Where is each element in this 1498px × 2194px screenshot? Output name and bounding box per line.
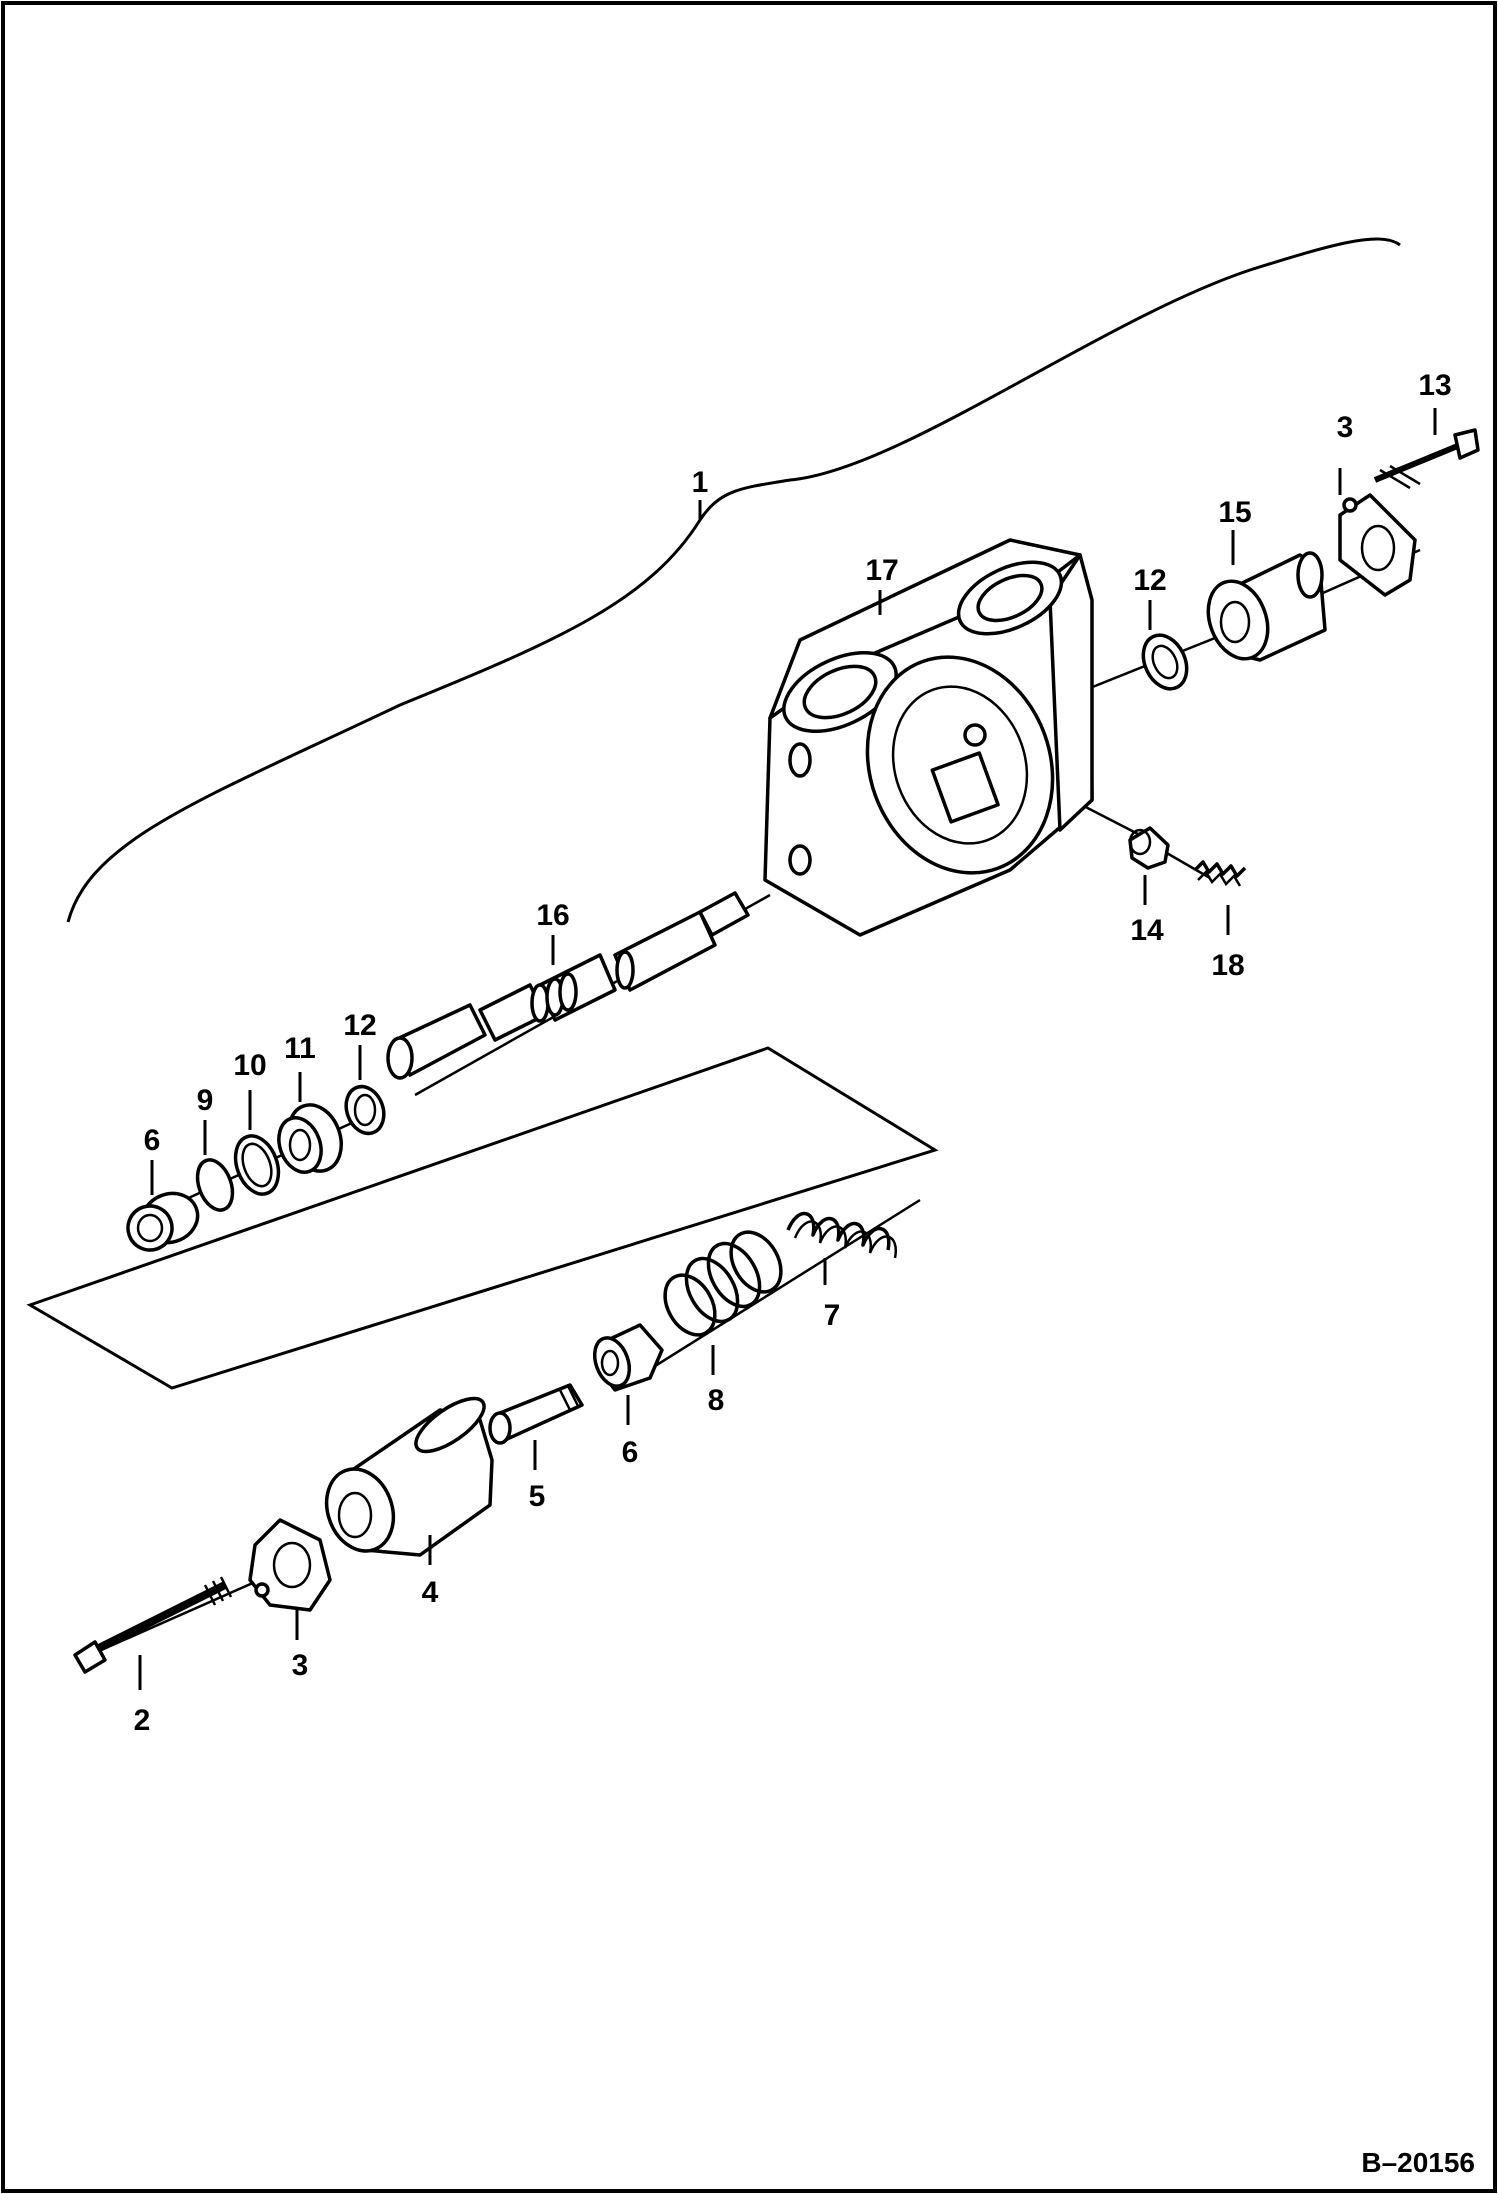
spring-18 (1193, 860, 1247, 887)
drawing-code: B–20156 (1361, 2147, 1475, 2178)
spring-group-frame (26, 1046, 939, 1390)
retainer-11 (277, 1103, 343, 1174)
callout-8: 8 (708, 1384, 725, 1417)
stem-5 (488, 1383, 584, 1445)
cap-6-center (592, 1323, 664, 1392)
seal-12-right (1141, 633, 1189, 691)
spring-7 (786, 1211, 898, 1259)
callout-4: 4 (422, 1576, 439, 1609)
cover-4 (324, 1396, 494, 1557)
spring-8 (663, 1230, 783, 1337)
bolt-2 (73, 1576, 233, 1674)
callout-9: 9 (197, 1084, 214, 1117)
callout-7: 7 (824, 1299, 841, 1332)
axis-line-check-spring (1164, 850, 1211, 880)
cap-15 (1206, 551, 1327, 662)
callout-18: 18 (1211, 949, 1244, 982)
assembly-brace (66, 237, 1401, 923)
callout-17: 17 (865, 554, 898, 587)
callout-3-left: 3 (292, 1649, 309, 1682)
callout-2: 2 (134, 1704, 151, 1737)
flange-3-right (1338, 493, 1417, 597)
seal-12-left (344, 1084, 386, 1136)
callout-3-right: 3 (1337, 411, 1354, 444)
callout-11: 11 (284, 1032, 316, 1065)
callout-1: 1 (692, 466, 709, 499)
callout-14: 14 (1130, 914, 1164, 947)
valve-section-body (763, 538, 1094, 937)
spool (386, 891, 750, 1080)
callout-12-left: 12 (343, 1009, 376, 1042)
callout-10: 10 (233, 1049, 266, 1082)
callout-15: 15 (1218, 496, 1251, 529)
callout-13: 13 (1418, 369, 1451, 402)
callout-12-right: 12 (1133, 564, 1166, 597)
cap-6-left (126, 1191, 200, 1252)
check-plug-14 (1128, 826, 1170, 870)
callout-6-left: 6 (144, 1124, 161, 1157)
callout-5: 5 (529, 1480, 546, 1513)
flange-3-left (248, 1518, 332, 1612)
callout-6-center: 6 (622, 1436, 639, 1469)
bolt-13 (1373, 428, 1480, 490)
o-ring-10 (233, 1134, 281, 1196)
callout-16: 16 (536, 899, 569, 932)
o-ring-9 (195, 1158, 235, 1212)
